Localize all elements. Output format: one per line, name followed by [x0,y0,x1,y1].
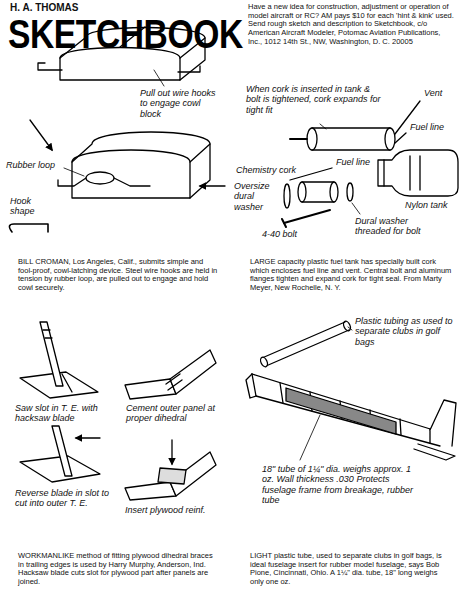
pull-arrow [30,120,52,150]
callout-text: Plastic tubing as used to separate clubs… [355,316,457,347]
leader-line [154,70,164,86]
callout-text: When cork is inserted in tank & bolt is … [246,84,384,115]
leader-line [352,203,360,214]
exploded-parts [282,168,353,227]
cork-assembly [290,101,420,150]
caption-text: LARGE capacity plastic fuel tank has spe… [250,258,453,293]
callout-text: Vent [424,88,442,98]
nylon-tank [378,150,458,196]
leader-line [348,327,352,330]
leader-line [300,415,320,460]
callout-text: Saw slot in T. E. with hacksaw blade [15,403,103,424]
callout-text: Hook shape [10,196,50,217]
leader-line [320,124,326,129]
callout-text: Pull out wire hooks to engage cowl block [140,88,220,119]
caption-text: LIGHT plastic tube, used to separate clu… [250,552,453,587]
callout-text: Cement outer panel at proper dihedral [126,403,218,424]
callout-text: Fuel line [410,122,444,132]
page-title: SKETCHBOOK [8,14,243,54]
callout-text: Oversize dural washer [234,181,280,212]
callout-text: Nylon tank [405,200,448,210]
fuselage-frame [246,374,456,460]
wing-sketch-a [20,322,98,398]
plastic-tube [259,320,352,368]
callout-text: Fuel line [336,157,370,167]
push-arrow [200,185,225,186]
wire-hook [38,63,200,72]
callout-text: Reverse blade in slot to cut into outer … [15,488,110,509]
callout-text: Chemistry cork [236,165,296,175]
wing-sketch-d [125,440,216,500]
callout-text: 4-40 bolt [262,229,297,239]
leader-line [64,168,84,176]
callout-text: Insert plywood reinf. [125,505,217,515]
caption-text: WORKMANLIKE method of fitting plywood di… [18,552,218,587]
wing-sketch-b [125,350,216,399]
callout-text: Dural washer threaded for bolt [355,216,445,237]
intro-note: Have a new idea for construction, adjust… [248,3,456,46]
callout-text: Rubber loop [6,160,64,170]
wing-sketch-c [20,426,100,482]
cowl-block-lower [58,132,210,198]
callout-text: 18" tube of 1¼" dia. weighs approx. 1 oz… [262,464,422,505]
byline: H. A. THOMAS [10,2,79,14]
hook-symbol [9,224,48,232]
caption-text: BILL CROMAN, Los Angeles, Calif., submit… [18,258,218,293]
